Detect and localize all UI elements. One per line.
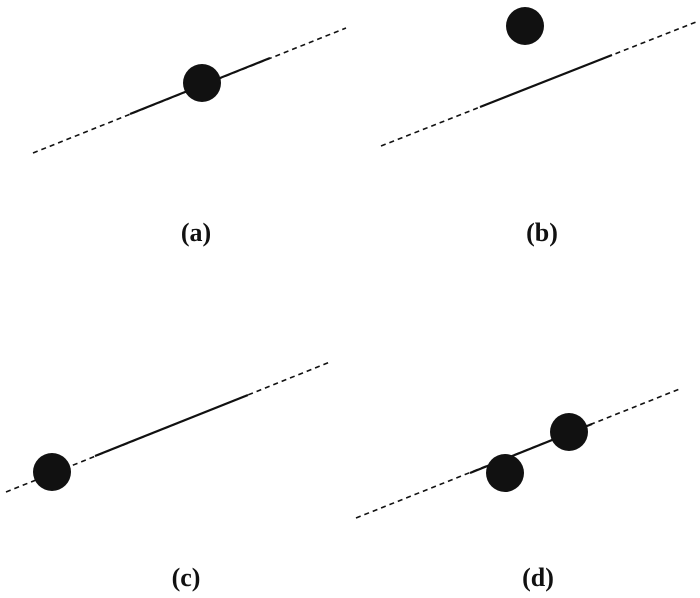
panel-b-dashed-line — [380, 21, 697, 147]
panel-b-label: (b) — [526, 218, 558, 247]
panel-c-label: (c) — [171, 563, 201, 592]
panel-d-label: (d) — [522, 563, 554, 592]
panel-b — [380, 7, 697, 147]
panel-d-ball-right — [550, 413, 588, 451]
panel-a — [32, 27, 347, 154]
panel-a-ball — [183, 64, 221, 102]
panel-b-ball — [506, 7, 544, 45]
panel-a-label: (a) — [180, 218, 212, 247]
panel-a-dashed-line — [32, 27, 347, 154]
panel-c — [5, 361, 331, 493]
panel-d — [355, 387, 683, 519]
panel-d-ball-left — [486, 454, 524, 492]
panel-c-ball — [33, 453, 71, 491]
panel-c-solid-segment — [94, 393, 249, 458]
panel-b-solid-segment — [479, 53, 613, 109]
